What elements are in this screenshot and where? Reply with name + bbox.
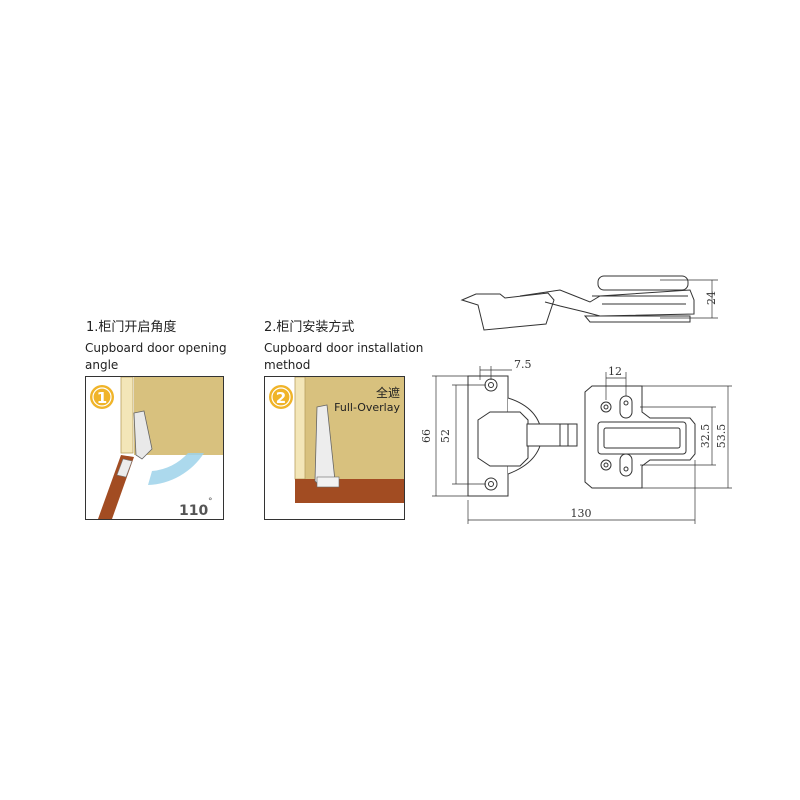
opening-angle-svg: 1 110 ° [90, 377, 223, 519]
dim-base-height-label: 53.5 [715, 424, 728, 449]
dim-height-24 [660, 279, 718, 319]
section2-caption-line2: method [264, 358, 311, 372]
section1-title: 1.柜门开启角度 [86, 320, 177, 335]
section2-caption-line1: Cupboard door installation [264, 341, 424, 355]
section1-caption-line1: Cupboard door opening [85, 341, 227, 355]
step-badge-2-number: 2 [276, 389, 286, 407]
step-badge-1-number: 1 [97, 389, 107, 407]
dim-plate-holes-label: 12 [608, 365, 622, 378]
hinge-front-view [467, 375, 696, 497]
dim-screw-offset-label: 7.5 [514, 358, 532, 371]
dim-hole-spacing-label: 32.5 [699, 424, 712, 449]
hinge-graphic [133, 410, 153, 460]
opening-arc [148, 453, 204, 485]
door-hinge-cup [116, 458, 133, 478]
dim-height-24-label: 24 [705, 291, 718, 305]
angle-unit: ° [208, 497, 213, 507]
overlay-en-label: Full-Overlay [334, 401, 400, 414]
cabinet-side-panel [120, 377, 134, 454]
section2-caption: Cupboard door installation method [264, 340, 423, 374]
installation-method-svg: 2 全遮 Full-Overlay [269, 377, 404, 503]
dim-total-length-label: 130 [571, 507, 592, 520]
dim-outer-height-label: 66 [420, 429, 433, 443]
section1-caption-line2: angle [85, 358, 119, 372]
installation-method-illustration: 2 全遮 Full-Overlay [264, 376, 405, 520]
dimension-lines [432, 366, 732, 524]
section1-caption: Cupboard door opening angle [85, 340, 227, 374]
hinge-cup-2 [316, 476, 340, 488]
section2-title: 2.柜门安装方式 [264, 320, 355, 335]
opening-angle-illustration: 1 110 ° [85, 376, 224, 520]
overlay-cn-label: 全遮 [376, 385, 400, 400]
closed-door [295, 479, 404, 503]
dim-inner-height-label: 52 [439, 429, 452, 443]
angle-label: 110 [179, 503, 208, 519]
hinge-side-view [460, 275, 695, 331]
screw-holes [484, 378, 633, 491]
